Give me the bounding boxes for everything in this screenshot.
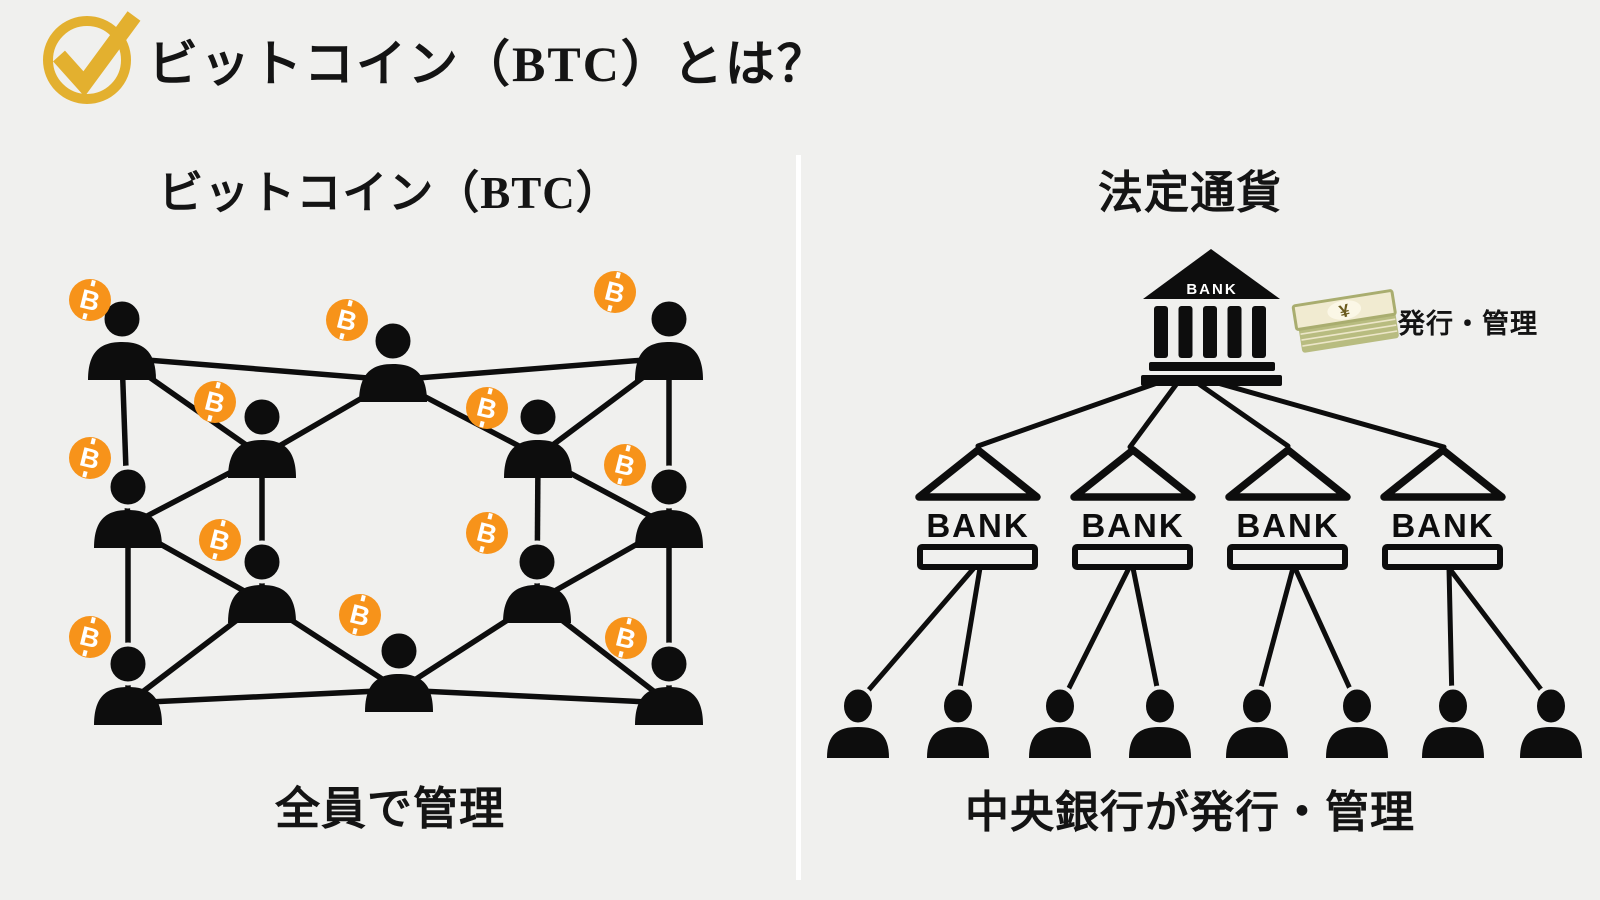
bank-label: BANK [1391,507,1494,544]
person-icon [1518,685,1584,760]
person-icon [825,685,891,760]
p2p-network: B B B B B B B B B B B B [69,271,705,727]
bitcoin-icon: B [69,279,111,321]
left-panel-caption: 全員で管理 [274,784,505,834]
bitcoin-icon: B [69,437,111,479]
check-circle-icon [43,11,141,104]
bitcoin-icon: B [466,512,508,554]
bitcoin-icon: B [194,381,236,423]
bitcoin-badges: B B B B B B B B B B B B [69,271,647,659]
bitcoin-icon: B [326,299,368,341]
person-icon [1224,685,1290,760]
right-panel-caption: 中央銀行が発行・管理 [965,788,1415,837]
person-icon [92,465,164,550]
left-panel-heading: ビットコイン（BTC） [158,168,622,218]
money-stack-icon: ¥ [1291,289,1399,353]
banks-to-people-lines [857,565,1552,705]
branch-banks: BANK BANK BANK BANK [919,450,1502,567]
person-icon [1420,685,1486,760]
bitcoin-icon: B [604,444,646,486]
panel-divider [796,155,801,880]
bitcoin-icon: B [339,594,381,636]
bank-label: BANK [926,507,1029,544]
central-bank-label: BANK [1186,281,1237,298]
person-icon [357,319,429,404]
person-icon [633,465,705,550]
citizens-row [825,685,1584,760]
person-icon [226,540,298,625]
yen-symbol: ¥ [1337,300,1352,322]
bank-label: BANK [1236,507,1339,544]
person-icon [1027,685,1093,760]
bitcoin-icon: B [69,616,111,658]
person-icon [633,297,705,382]
person-icon [1324,685,1390,760]
bitcoin-icon: B [466,387,508,429]
page-title: ビットコイン（BTC）とは？ [148,36,829,92]
bank-label: BANK [1081,507,1184,544]
fiat-hierarchy: BANK [825,249,1584,760]
central-bank-icon: BANK [1141,249,1282,386]
person-icon [501,540,573,625]
right-panel-heading: 法定通貨 [1097,168,1282,218]
person-icon [925,685,991,760]
central-bank-to-banks-lines [975,379,1447,450]
bitcoin-icon: B [605,617,647,659]
bitcoin-icon: B [594,271,636,313]
issuance-label: 発行・管理 [1398,309,1538,339]
bitcoin-icon: B [199,519,241,561]
person-icon [1127,685,1193,760]
